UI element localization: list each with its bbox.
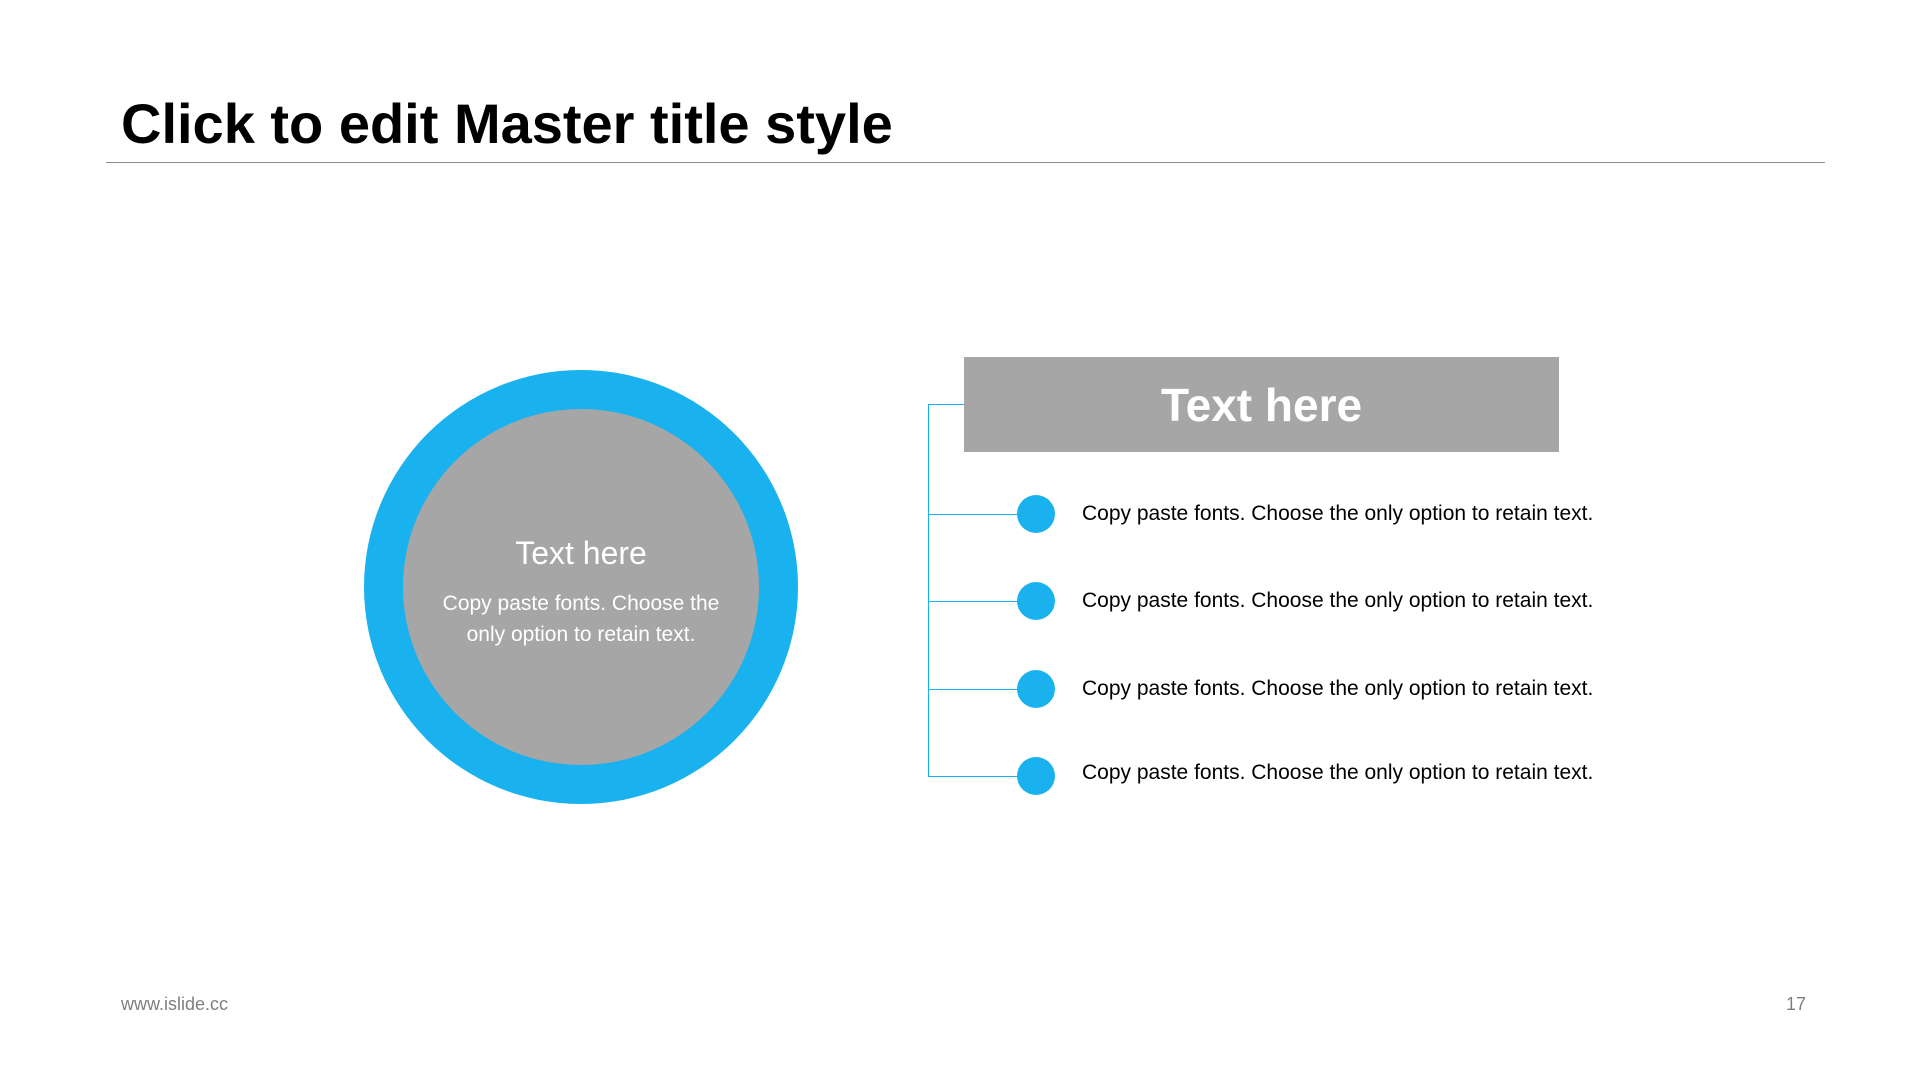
page-number: 17 bbox=[1786, 994, 1807, 1014]
title-divider bbox=[106, 162, 1825, 163]
connector-header bbox=[928, 404, 964, 405]
connector-item-2 bbox=[928, 601, 1036, 602]
bullet-dot bbox=[1017, 757, 1055, 795]
header-box[interactable]: Text here bbox=[964, 357, 1559, 452]
connector-item-1 bbox=[928, 514, 1036, 515]
bullet-dot bbox=[1017, 670, 1055, 708]
bullet-dot bbox=[1017, 495, 1055, 533]
circle-body-text[interactable]: Copy paste fonts. Choose the only option… bbox=[442, 592, 720, 646]
connector-item-4 bbox=[928, 776, 1036, 777]
list-item-text[interactable]: Copy paste fonts. Choose the only option… bbox=[1082, 589, 1594, 612]
list-item-text[interactable]: Copy paste fonts. Choose the only option… bbox=[1082, 761, 1594, 784]
slide-title[interactable]: Click to edit Master title style bbox=[121, 92, 893, 155]
inner-circle bbox=[403, 409, 759, 765]
connector-item-3 bbox=[928, 689, 1036, 690]
list-item-text[interactable]: Copy paste fonts. Choose the only option… bbox=[1082, 502, 1594, 525]
list-item-text[interactable]: Copy paste fonts. Choose the only option… bbox=[1082, 677, 1594, 700]
bullet-dot bbox=[1017, 582, 1055, 620]
connector-vertical bbox=[928, 404, 929, 777]
footer-url: www.islide.cc bbox=[121, 994, 229, 1014]
circle-title[interactable]: Text here bbox=[515, 535, 647, 571]
